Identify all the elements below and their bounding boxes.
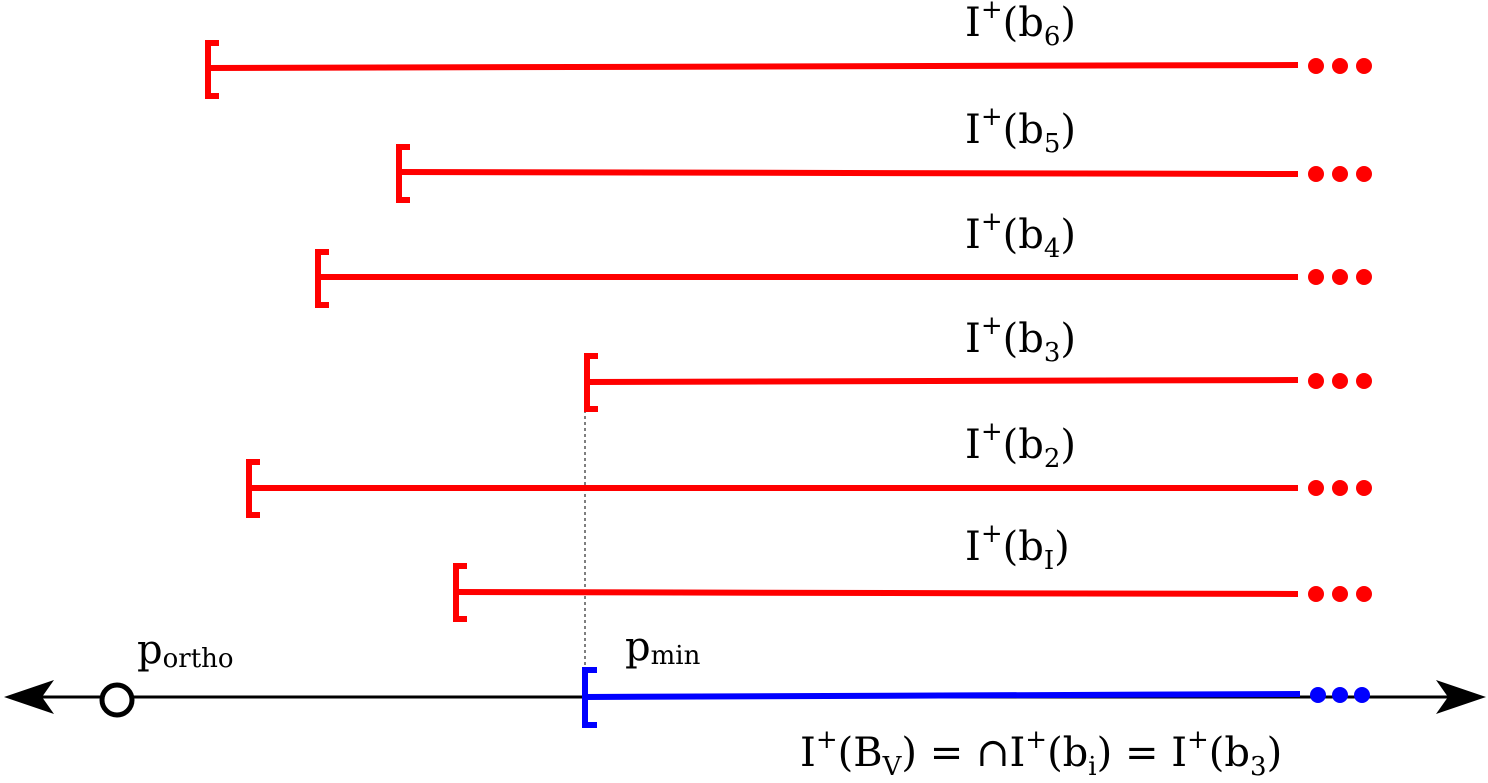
ellipsis-dot <box>1356 58 1372 74</box>
ellipsis-dot <box>1308 586 1324 602</box>
interval-b5: I+(b5) <box>396 102 1372 203</box>
interval-b5-label: I+(b5) <box>965 102 1076 159</box>
ellipsis-dot <box>1356 166 1372 182</box>
result-interval: pmin <box>582 624 1370 728</box>
interval-b1: I+(bI) <box>453 519 1372 622</box>
interval-b6: I+(b6) <box>205 0 1372 99</box>
interval-b3-line <box>586 377 1299 385</box>
p-min-label: pmin <box>625 624 701 671</box>
ellipsis-dot <box>1356 586 1372 602</box>
interval-b2-label: I+(b2) <box>965 417 1076 474</box>
interval-b3-bracket <box>584 353 598 412</box>
p-ortho-label: portho <box>137 627 234 674</box>
ellipsis-dot <box>1332 687 1348 703</box>
ellipsis-dot <box>1356 373 1372 389</box>
number-line: portho <box>4 627 1486 718</box>
interval-b3-label: I+(b3) <box>965 311 1076 368</box>
ellipsis-dot <box>1308 480 1324 496</box>
interval-b6-label: I+(b6) <box>965 0 1076 52</box>
ellipsis-dot <box>1332 269 1348 285</box>
ellipsis-dot <box>1356 269 1372 285</box>
interval-b4: I+(b4) <box>315 207 1372 308</box>
ellipsis-dot <box>1308 166 1324 182</box>
result-bracket <box>582 667 597 728</box>
interval-b1-label: I+(bI) <box>965 519 1070 576</box>
ellipsis-dot <box>1332 58 1348 74</box>
equation: I+(BV) = ∩I+(bi) = I+(b3) <box>800 725 1282 782</box>
interval-b3: I+(b3) <box>584 311 1372 412</box>
interval-b1-line <box>455 589 1299 597</box>
interval-b6-line <box>207 62 1299 71</box>
interval-b5-line <box>398 169 1299 177</box>
right-arrowhead <box>1436 680 1486 714</box>
ellipsis-dot <box>1308 373 1324 389</box>
interval-b2: I+(b2) <box>246 417 1372 518</box>
result-line <box>584 691 1301 700</box>
ellipsis-dot <box>1332 586 1348 602</box>
ellipsis-dot <box>1310 687 1326 703</box>
ellipsis-dot <box>1332 480 1348 496</box>
ellipsis-dot <box>1308 58 1324 74</box>
p-ortho-point <box>99 682 135 718</box>
interval-b4-label: I+(b4) <box>965 207 1076 264</box>
left-arrowhead <box>4 680 54 714</box>
ellipsis-dot <box>1356 480 1372 496</box>
ellipsis-dot <box>1308 269 1324 285</box>
ellipsis-dot <box>1332 166 1348 182</box>
interval-b6-bracket <box>205 40 219 99</box>
ellipsis-dot <box>1332 373 1348 389</box>
ellipsis-dot <box>1354 687 1370 703</box>
